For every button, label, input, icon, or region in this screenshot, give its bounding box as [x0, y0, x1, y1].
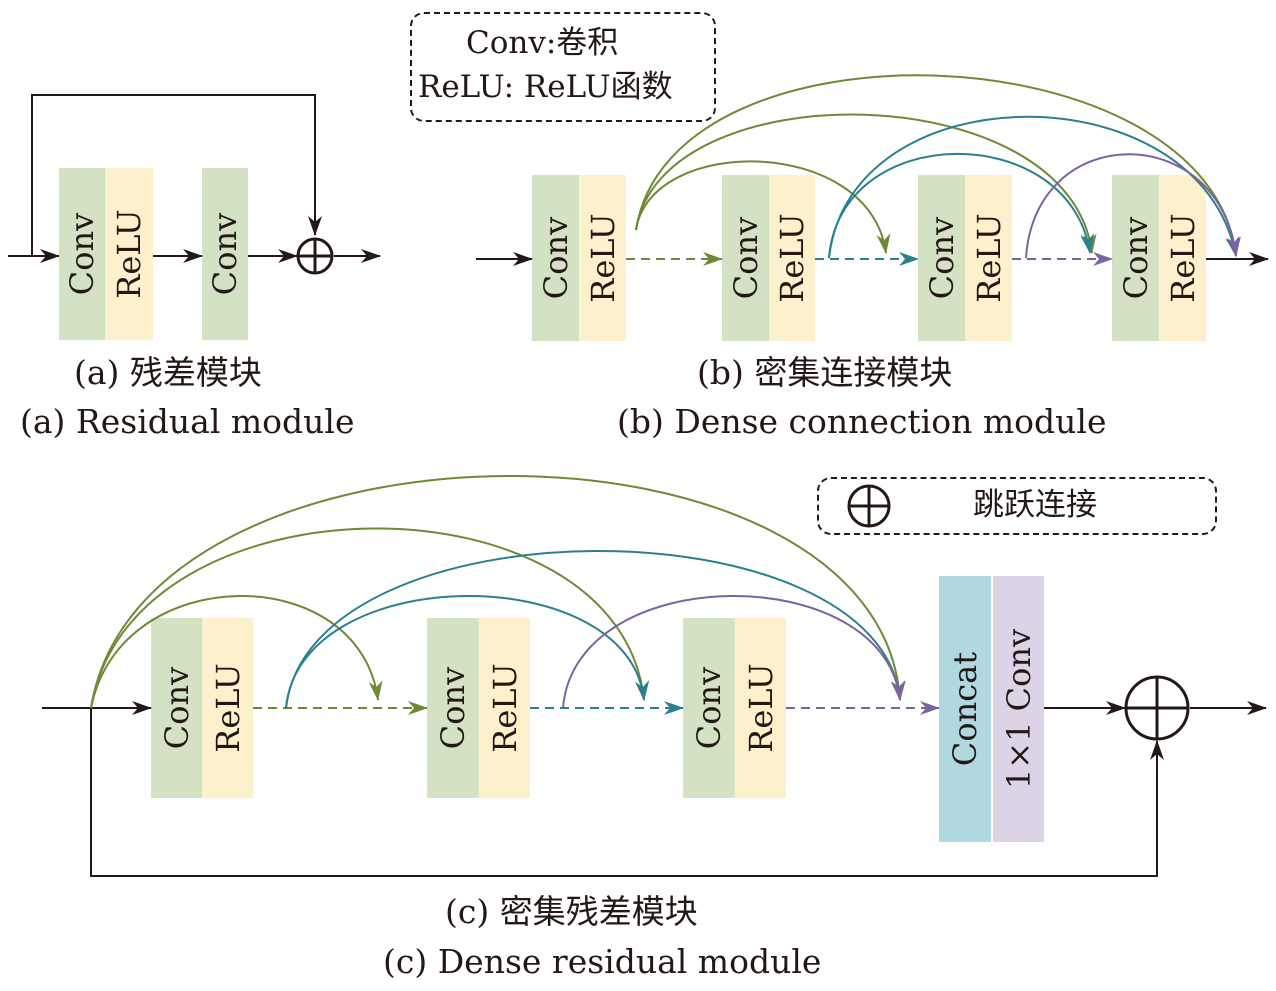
b-green-arc-1 — [635, 160, 891, 254]
b-teal-arc-1 — [828, 152, 1095, 259]
b-relu-block-1: ReLU — [579, 175, 626, 341]
a-conv-block-1: Conv — [59, 168, 105, 340]
b-relu-block-4: ReLU — [1159, 175, 1206, 341]
c-green-arc-1 — [90, 595, 383, 709]
c-teal-arc-1 — [285, 595, 650, 709]
c-purple-arc-1 — [562, 595, 905, 709]
c-concat-block: Concat — [939, 576, 991, 842]
c-relu-block-2: ReLU — [479, 618, 530, 798]
c-conv1x1-block: 1×1 Conv — [993, 576, 1044, 842]
legend-conv-text: Conv:卷积 — [466, 25, 619, 61]
b-dense-flow — [476, 74, 1269, 266]
a-skip-line — [31, 94, 322, 256]
a-residual-flow — [8, 94, 381, 275]
b-green-arc-2 — [635, 113, 1097, 254]
legend-skip: 跳跃连接 — [817, 477, 1217, 535]
legend-top: Conv:卷积 ReLU: ReLU函数 — [410, 12, 716, 122]
b-relu-block-3: ReLU — [965, 175, 1012, 341]
c-green-arc-3 — [90, 475, 906, 709]
a-conv-block-2: Conv — [202, 168, 248, 340]
caption-c-cn: (c) 密集残差模块 — [445, 892, 698, 931]
b-conv-block-3: Conv — [918, 175, 965, 341]
c-relu-block-1: ReLU — [202, 618, 253, 798]
c-conv-block-2: Conv — [427, 618, 479, 798]
c-relu-block-3: ReLU — [735, 618, 786, 798]
b-conv-block-2: Conv — [722, 175, 769, 341]
a-relu-block-1: ReLU — [105, 168, 153, 340]
caption-b-cn: (b) 密集连接模块 — [697, 353, 953, 392]
b-relu-block-2: ReLU — [769, 175, 815, 341]
caption-a-cn: (a) 残差模块 — [74, 353, 262, 392]
legend-skip-symbol — [847, 484, 891, 528]
b-conv-block-1: Conv — [532, 175, 579, 341]
b-teal-arc-2 — [828, 115, 1240, 259]
legend-relu-text: ReLU: ReLU函数 — [418, 69, 673, 105]
legend-skip-text: 跳跃连接 — [973, 487, 1097, 523]
caption-c-en: (c) Dense residual module — [383, 942, 822, 981]
caption-b-en: (b) Dense connection module — [617, 402, 1107, 441]
c-conv-block-3: Conv — [683, 618, 735, 798]
b-purple-arc-1 — [1025, 153, 1241, 259]
c-dense-residual-flow — [42, 475, 1267, 877]
c-teal-arc-2 — [285, 550, 906, 709]
c-conv-block-1: Conv — [151, 618, 202, 798]
c-green-arc-2 — [90, 527, 649, 709]
b-conv-block-4: Conv — [1112, 175, 1159, 341]
caption-a-en: (a) Residual module — [20, 402, 355, 441]
c-residual-skip-line — [90, 708, 1164, 877]
b-green-arc-3 — [635, 74, 1241, 257]
